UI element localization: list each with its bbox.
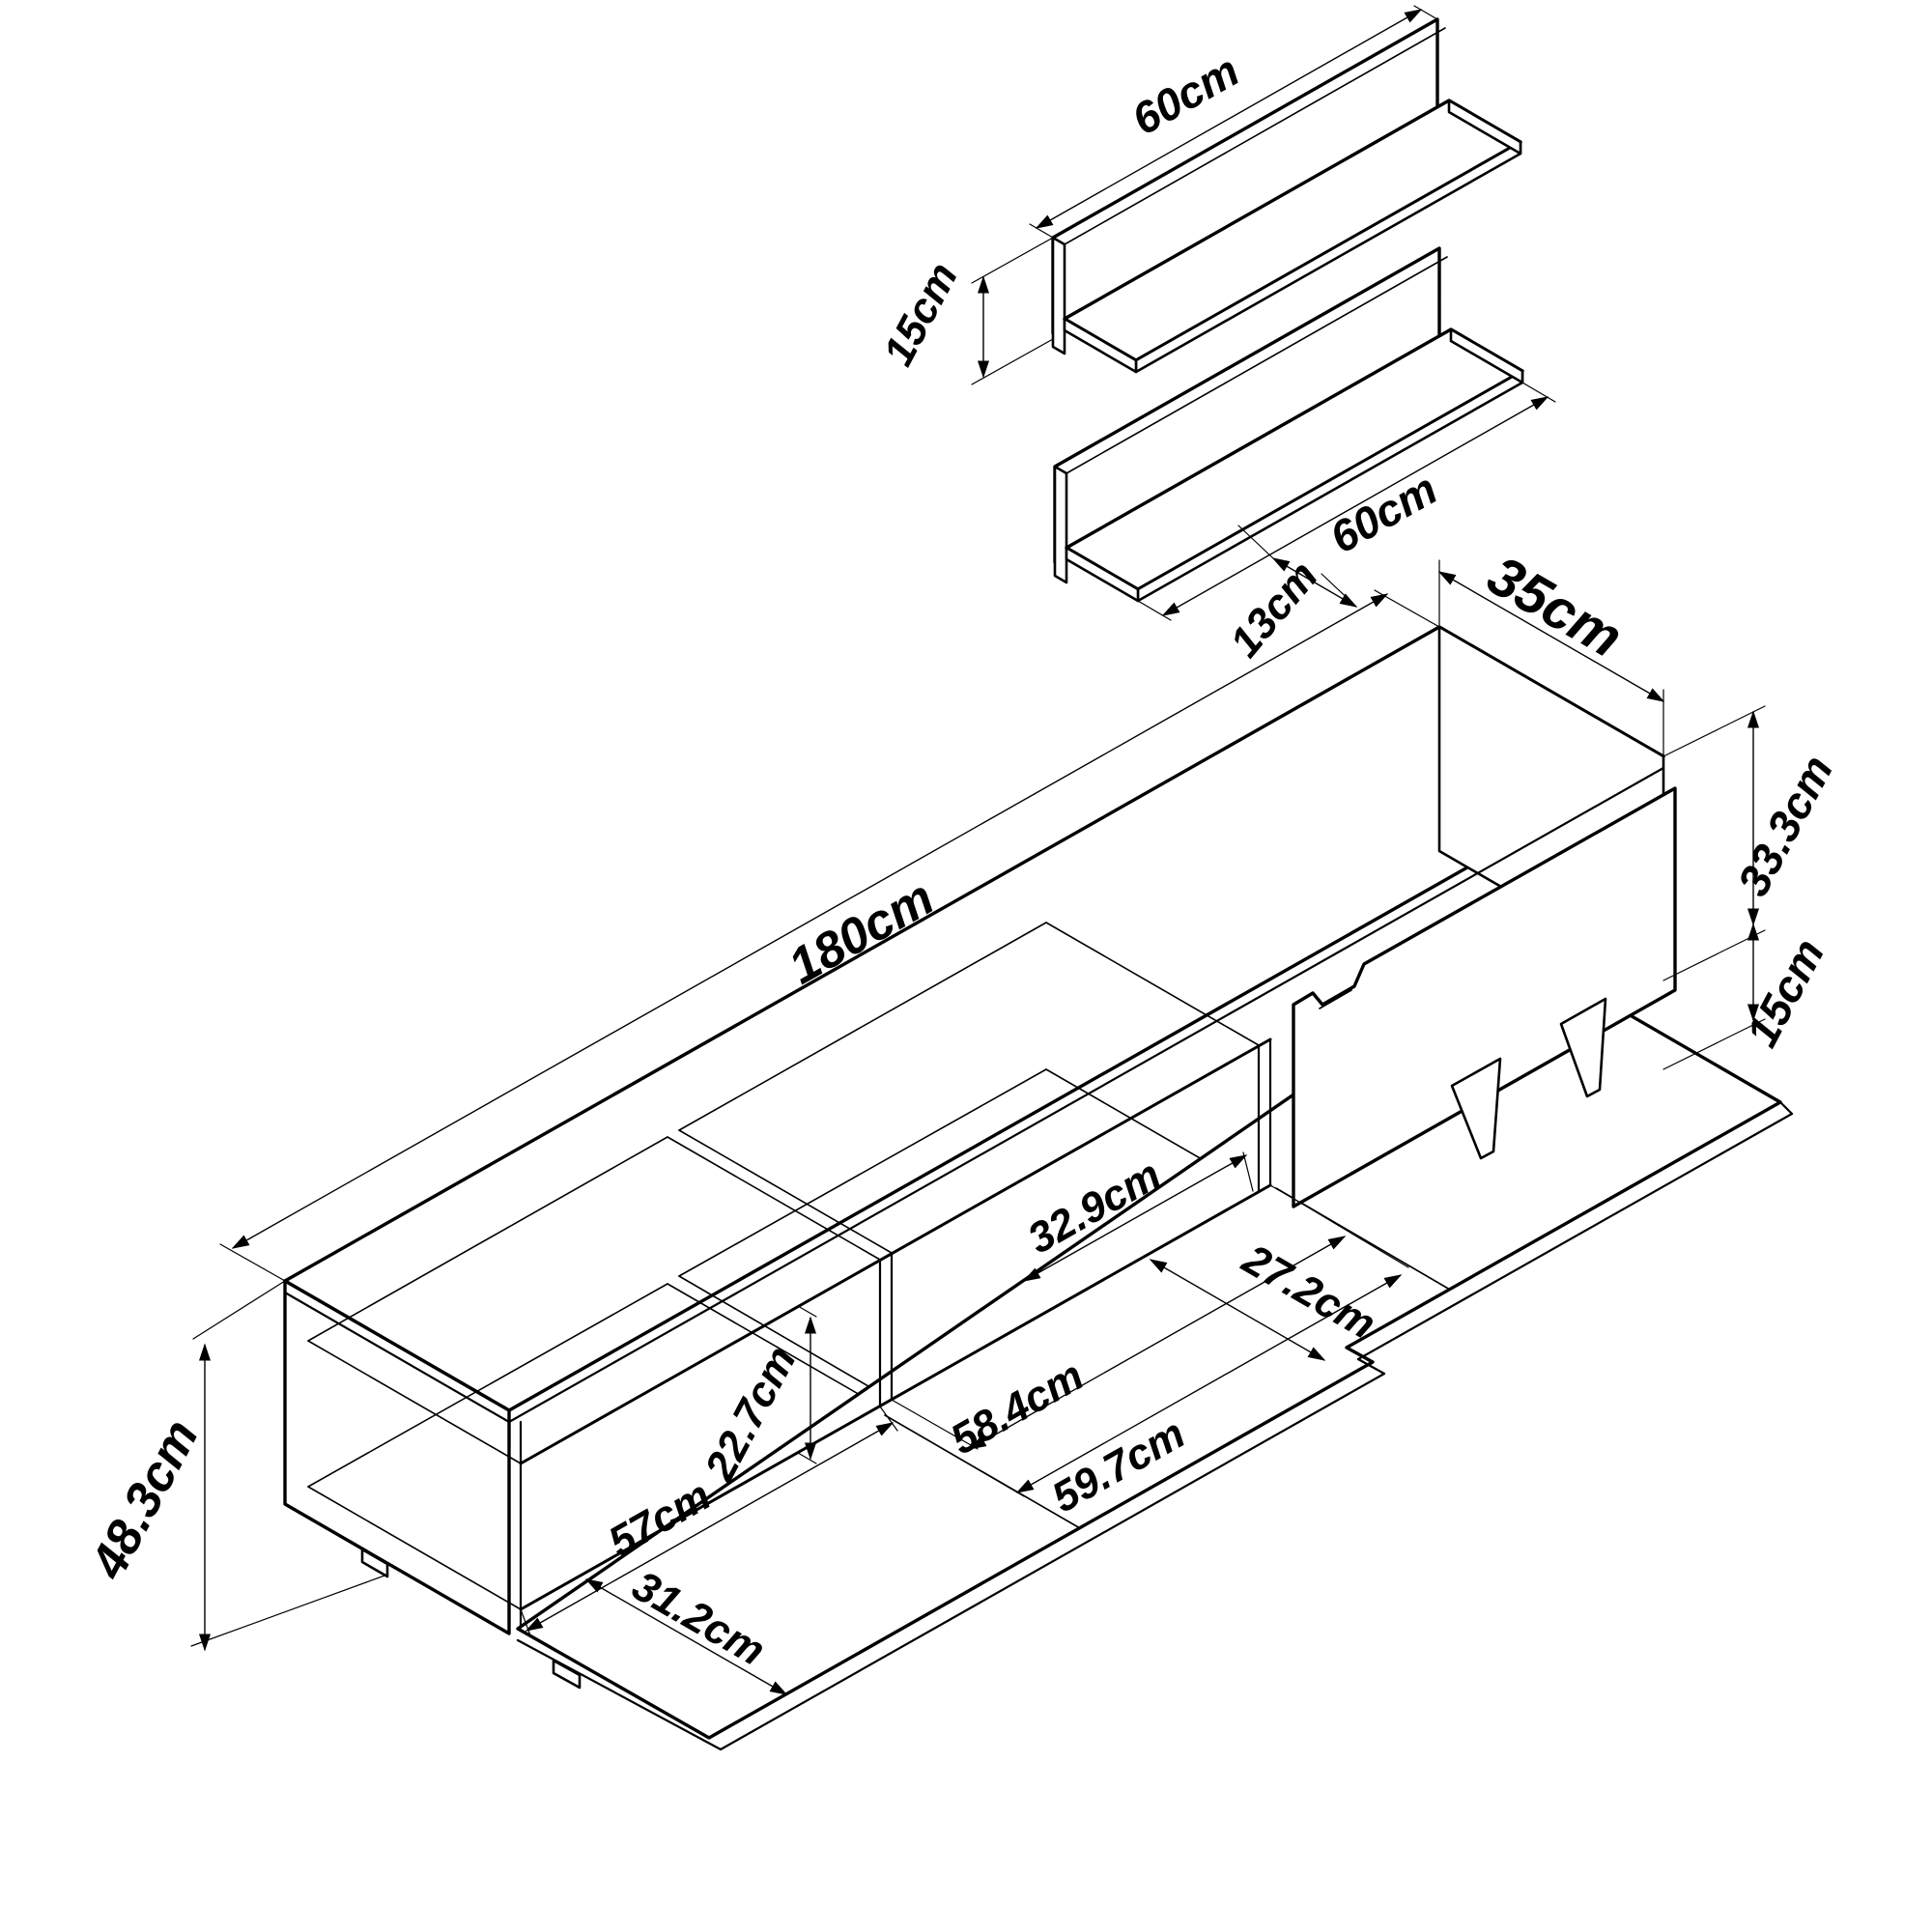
dim-line-59-7cm xyxy=(1015,1274,1403,1493)
dimension-lines xyxy=(198,9,1760,1695)
dim-line-32-9cm xyxy=(1022,1154,1248,1282)
dim-label-stand-leg-height: 15cm xyxy=(1736,930,1833,1054)
dim-line-shelf-60cm-top xyxy=(1035,9,1423,229)
stand-left-side-panel xyxy=(283,1279,511,1635)
front-leg xyxy=(1450,1057,1502,1160)
wall-shelf-upper xyxy=(1051,17,1522,374)
foot-front xyxy=(552,1659,582,1690)
dim-line-31-2cm xyxy=(584,1578,788,1695)
upper-shelf-board-right-end xyxy=(1447,99,1522,156)
dim-label-stand-body-height: 33.3cm xyxy=(1727,747,1842,903)
right-leg xyxy=(1559,997,1607,1098)
dim-line-180cm xyxy=(231,593,1389,1249)
stand-top-thickness-left xyxy=(283,1291,511,1424)
bottom-board-right-end-edge xyxy=(1680,1044,1781,1103)
upper-shelf-board-left-end xyxy=(1063,317,1138,374)
dim-label-shelf-board-depth: 13cm xyxy=(1221,553,1327,667)
dim-label-shelf-top-length: 60cm xyxy=(1123,44,1247,144)
tv-stand xyxy=(283,625,1794,1751)
dim-label-stand-depth: 35cm xyxy=(1477,544,1633,669)
dim-label-total-height: 48.3cm xyxy=(80,1411,210,1589)
lower-shelf-panel-left-end xyxy=(1053,465,1068,584)
stand-feet xyxy=(360,1548,582,1690)
stand-legs xyxy=(1450,997,1607,1160)
dim-line-27-2cm xyxy=(1149,1259,1326,1361)
dim-label-shelf-height: 15cm xyxy=(874,255,967,373)
dim-line-shelf-60cm-bottom xyxy=(1161,396,1549,616)
upper-shelf-panel-left-end xyxy=(1051,236,1066,355)
foot-back xyxy=(360,1548,389,1578)
